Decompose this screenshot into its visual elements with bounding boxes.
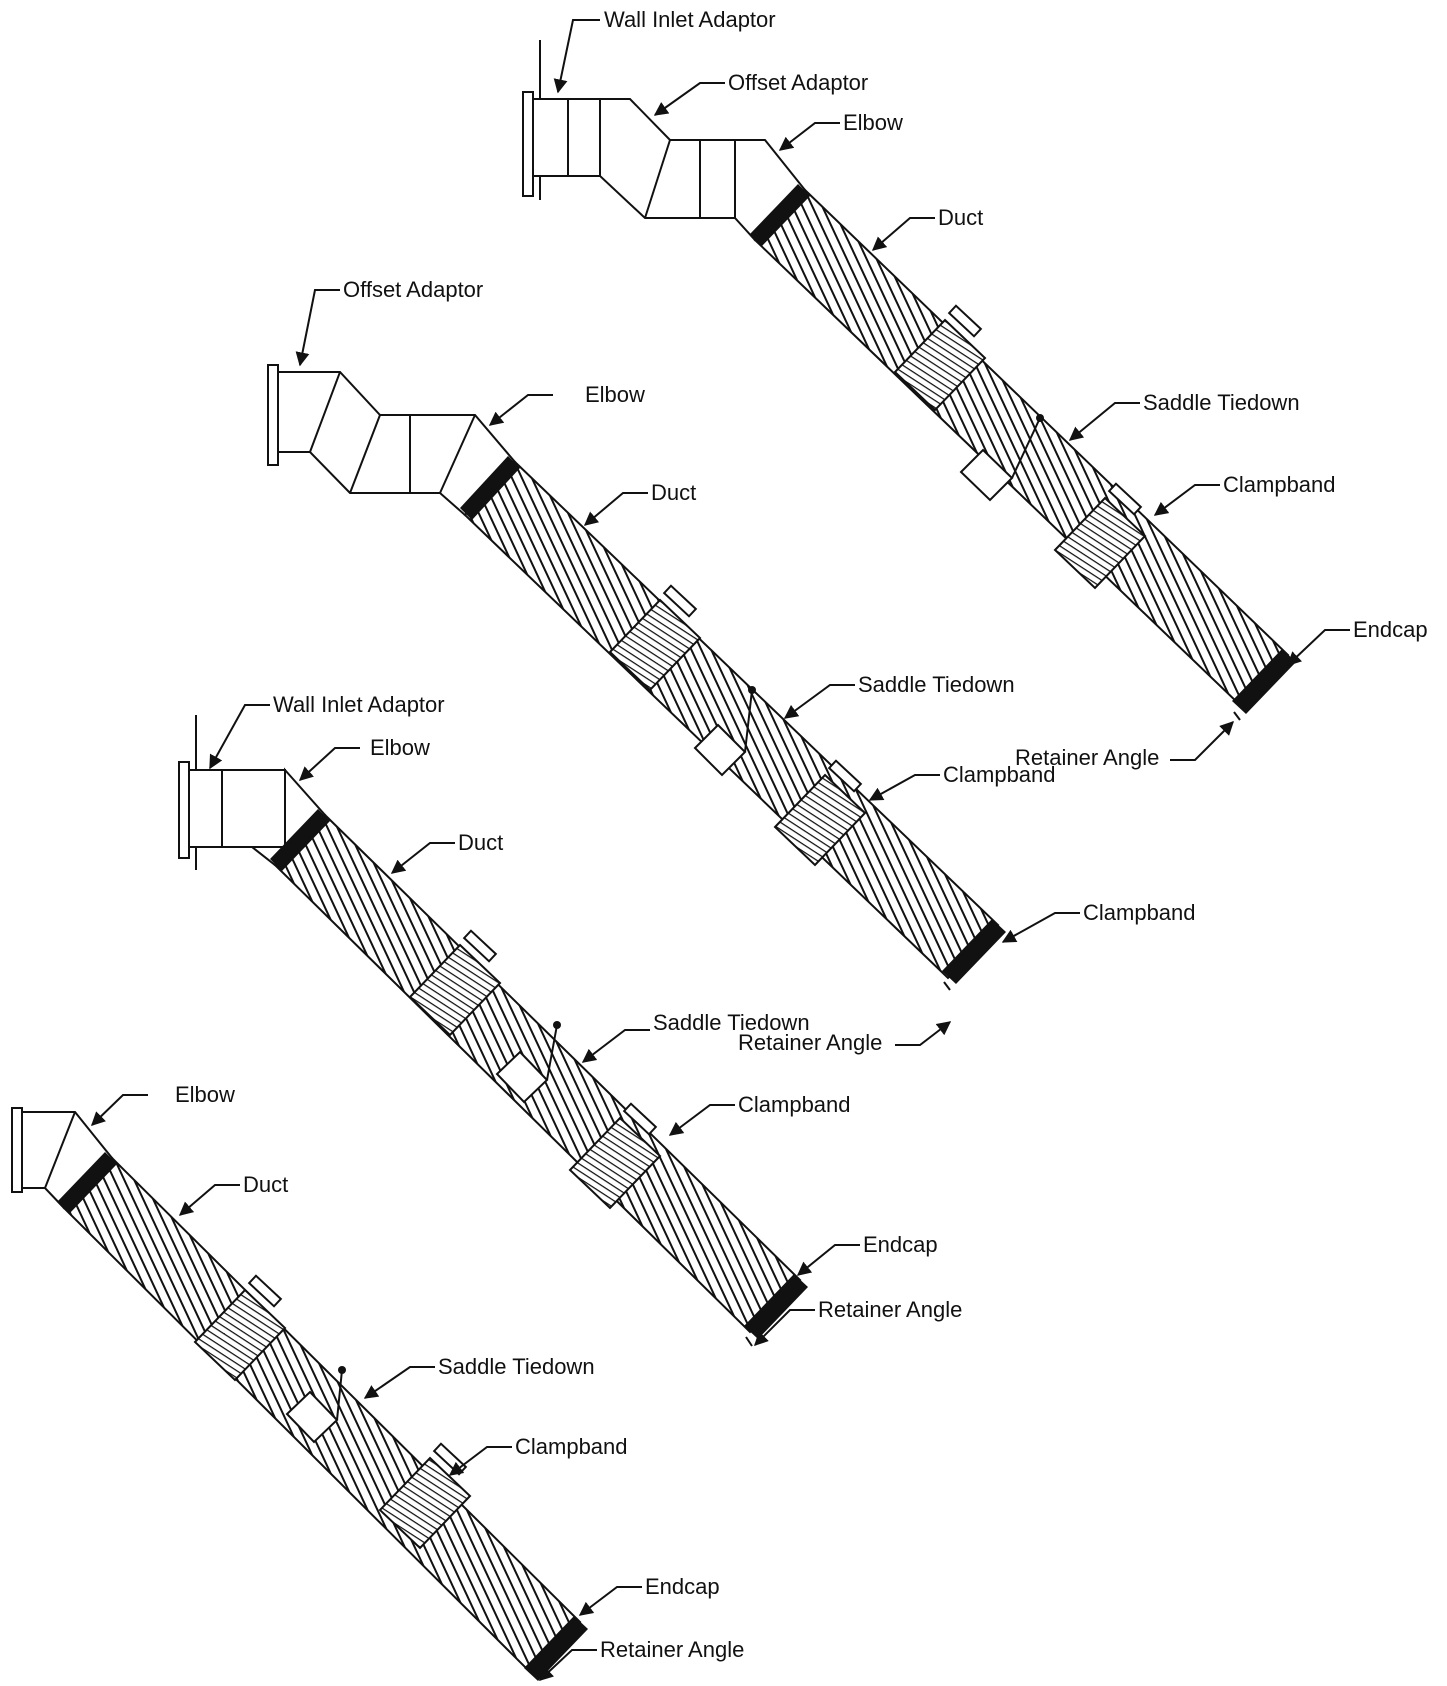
duct — [463, 460, 1000, 980]
label-clampband: Clampband — [943, 762, 1056, 787]
saddle-tiedown — [495, 1050, 549, 1104]
label-endcap: Endcap — [863, 1232, 938, 1257]
label-offset-adaptor: Offset Adaptor — [343, 277, 483, 302]
assembly-2: Offset Adaptor Elbow Duct Saddle Tiedown… — [267, 277, 1196, 1055]
assembly-3: Wall Inlet Adaptor Elbow Duct Saddle Tie… — [178, 692, 962, 1347]
endcap — [942, 919, 1006, 984]
elbow-flange — [11, 1107, 23, 1193]
label-elbow: Elbow — [585, 382, 645, 407]
endcap — [744, 1274, 808, 1339]
label-retainer-angle: Retainer Angle — [738, 1030, 882, 1055]
label-offset-adaptor: Offset Adaptor — [728, 70, 868, 95]
label-endcap: Endcap — [1353, 617, 1428, 642]
label-elbow: Elbow — [843, 110, 903, 135]
label-clampband: Clampband — [738, 1092, 851, 1117]
saddle-tiedown — [693, 723, 747, 777]
elbow — [249, 767, 327, 867]
wall-inlet-adaptor — [188, 769, 286, 848]
clampband — [773, 773, 867, 867]
label-wall-inlet-adaptor: Wall Inlet Adaptor — [273, 692, 445, 717]
label-elbow: Elbow — [175, 1082, 235, 1107]
clampband — [608, 598, 702, 692]
endcap — [524, 1616, 588, 1681]
elbow-ring — [270, 809, 330, 871]
clampband — [378, 1456, 472, 1550]
label-retainer-angle: Retainer Angle — [818, 1297, 962, 1322]
label-duct: Duct — [938, 205, 983, 230]
assembly-4: Elbow Duct Saddle Tiedown Clampband Endc… — [11, 1082, 744, 1681]
label-elbow: Elbow — [370, 735, 430, 760]
label-retainer-angle: Retainer Angle — [600, 1637, 744, 1662]
label-duct: Duct — [458, 830, 503, 855]
label-clampband: Clampband — [515, 1434, 628, 1459]
clampband — [893, 318, 987, 412]
label-clampband: Clampband — [1223, 472, 1336, 497]
endcap — [1232, 649, 1296, 714]
offset-flange — [267, 364, 279, 466]
assembly-1: Wall Inlet Adaptor Offset Adaptor Elbow … — [522, 7, 1428, 770]
elbow-ring — [750, 184, 810, 246]
label-saddle-tiedown: Saddle Tiedown — [653, 1010, 810, 1035]
label-endcap: Endcap — [645, 1574, 720, 1599]
offset-adaptor — [277, 371, 411, 494]
clampband — [568, 1116, 662, 1210]
elbow-ring — [460, 456, 520, 520]
wall-inlet-flange — [178, 761, 190, 859]
clampband — [1053, 496, 1147, 590]
label-saddle-tiedown: Saddle Tiedown — [858, 672, 1015, 697]
label-clampband-end: Clampband — [1083, 900, 1196, 925]
label-saddle-tiedown: Saddle Tiedown — [1143, 390, 1300, 415]
label-duct: Duct — [651, 480, 696, 505]
clampband — [193, 1288, 287, 1382]
label-retainer-angle: Retainer Angle — [1015, 745, 1159, 770]
label-wall-inlet-adaptor: Wall Inlet Adaptor — [604, 7, 776, 32]
wall-inlet-adaptor — [532, 98, 601, 177]
wall-inlet-flange — [522, 91, 534, 197]
label-saddle-tiedown: Saddle Tiedown — [438, 1354, 595, 1379]
saddle-tiedown — [285, 1390, 339, 1444]
clampband — [408, 943, 502, 1037]
duct — [753, 188, 1290, 707]
label-duct: Duct — [243, 1172, 288, 1197]
saddle-tiedown — [959, 448, 1014, 502]
elbow-ring — [57, 1152, 117, 1214]
